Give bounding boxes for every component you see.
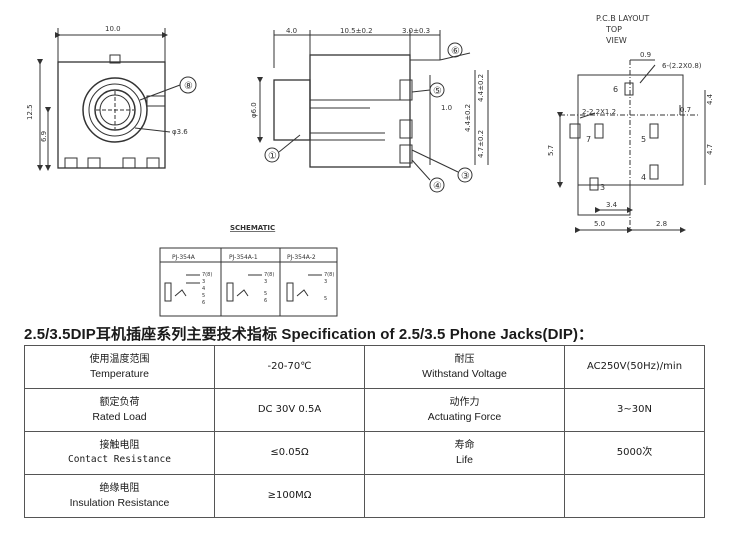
- side-view: [257, 30, 489, 193]
- spec-value-cell: [564, 474, 705, 518]
- front-height-dim: 12.5: [26, 104, 34, 120]
- side-dim-c: 3.0±0.3: [402, 27, 430, 35]
- sch2-pin-c: 5: [264, 291, 267, 297]
- spec-label-cell: 接触电阻 Contact Resistance: [24, 431, 215, 475]
- callout-6: ⑥: [451, 46, 460, 57]
- spec-value-cell: AC250V(50Hz)/min: [564, 345, 705, 389]
- pcb-dim-44: 4.4: [706, 93, 714, 105]
- label-cn: 额定负荷: [99, 397, 140, 408]
- table-row: 接触电阻 Contact Resistance ≤0.05Ω 寿命 Life 500…: [24, 431, 705, 475]
- front-view: [37, 28, 197, 171]
- sch1-pin-c: 4: [202, 286, 205, 292]
- label-en: Life: [456, 454, 473, 466]
- front-lower-dim: 6.9: [40, 131, 48, 142]
- pcb-view: VIEW: [606, 36, 627, 45]
- schematic-col-3: PJ-354A-2: [287, 254, 316, 261]
- label-cn: 动作力: [449, 397, 480, 408]
- spec-label-cell: 绝缘电阻 Insulation Resistance: [24, 474, 215, 518]
- label-cn: 绝缘电阻: [99, 483, 140, 494]
- label-cn: 接触电阻: [99, 440, 140, 451]
- pcb-layout: [557, 59, 706, 233]
- spec-value-cell: -20-70℃: [214, 345, 365, 389]
- label-en: Insulation Resistance: [69, 497, 170, 509]
- callout-5: ⑤: [433, 86, 442, 97]
- side-dim-b: 10.5±0.2: [340, 27, 373, 35]
- pin-label-6: 6: [613, 85, 618, 94]
- pin-label-5: 5: [641, 135, 646, 144]
- label-cn: 寿命: [454, 440, 475, 451]
- label-cn: 使用温度范围: [89, 354, 150, 365]
- pcb-dim-09: 0.9: [640, 51, 651, 59]
- side-height-dim: φ6.0: [250, 102, 258, 118]
- sch1-pin-d: 5: [202, 293, 205, 299]
- schematic-col-1: PJ-354A: [172, 254, 196, 261]
- spec-value-cell: ≥100MΩ: [214, 474, 365, 518]
- sch1-pin-a: 7(8): [202, 272, 212, 278]
- sch1-pin-b: 3: [202, 279, 205, 285]
- pin-label-3: 3: [600, 183, 605, 192]
- spec-value-cell: 5000次: [564, 431, 705, 475]
- callout-8: ⑧: [184, 81, 193, 92]
- pin-label-4: 4: [641, 173, 646, 182]
- spec-label-cell: 动作力 Actuating Force: [364, 388, 565, 432]
- label-en: Withstand Voltage: [422, 368, 507, 380]
- pcb-dim-07: 0.7: [680, 106, 691, 114]
- schematic-boxes: [159, 247, 338, 317]
- table-row: 额定负荷 Rated Load DC 30V 0.5A 动作力 Actuating …: [24, 388, 705, 432]
- pin-label-7: 7: [586, 135, 591, 144]
- spec-table: 使用温度范围 Temperature -20-70℃ 耐压 Withstand Vo…: [24, 345, 705, 518]
- pcb-dim-34: 3.4: [606, 201, 618, 209]
- spec-label-cell: [364, 474, 565, 518]
- side-right-dim-c: 4.7±0.2: [477, 130, 485, 158]
- sch2-pin-b: 3: [264, 279, 267, 285]
- spec-label-cell: 使用温度范围 Temperature: [24, 345, 215, 389]
- table-row: 绝缘电阻 Insulation Resistance ≥100MΩ: [24, 474, 705, 518]
- label-en: Temperature: [90, 368, 149, 380]
- callout-4: ④: [433, 181, 442, 192]
- spec-label-cell: 额定负荷 Rated Load: [24, 388, 215, 432]
- pcb-dim-28: 2.8: [656, 220, 667, 228]
- spec-title: 2.5/3.5DIP耳机插座系列主要技术指标 Specification of …: [24, 326, 594, 343]
- sch1-pin-e: 6: [202, 300, 205, 306]
- front-width-dim: 10.0: [105, 25, 121, 33]
- side-right-dim-a: 4.4±0.2: [477, 74, 485, 102]
- side-right-dim-b: 4.4±0.2: [464, 104, 472, 132]
- sch2-pin-d: 6: [264, 298, 267, 304]
- front-hole-dim: φ3.6: [172, 128, 188, 136]
- sch3-pin-a: 7(8): [324, 272, 334, 278]
- callout-1: ①: [268, 151, 277, 162]
- spec-label-cell: 耐压 Withstand Voltage: [364, 345, 565, 389]
- pcb-dim-57: 5.7: [547, 145, 555, 156]
- pcb-dim-50: 5.0: [594, 220, 605, 228]
- side-dim-a: 4.0: [286, 27, 297, 35]
- pcb-top: TOP: [605, 25, 622, 34]
- schematic-col-2: PJ-354A-1: [229, 254, 258, 261]
- spec-label-cell: 寿命 Life: [364, 431, 565, 475]
- side-small-dim: 1.0: [441, 104, 452, 112]
- spec-value-cell: DC 30V 0.5A: [214, 388, 365, 432]
- sch3-pin-c: 5: [324, 296, 327, 302]
- label-en: Actuating Force: [427, 411, 502, 423]
- schematic-title: SCHEMATIC: [230, 224, 275, 232]
- pcb-dim-6pads: 6-(2.2X0.8): [662, 62, 702, 70]
- label-en: Contact Resistance: [68, 454, 171, 465]
- spec-value-cell: 3~30N: [564, 388, 705, 432]
- sch3-pin-b: 3: [324, 279, 327, 285]
- pcb-title: P.C.B LAYOUT: [596, 14, 649, 23]
- spec-value-cell: ≤0.05Ω: [214, 431, 365, 475]
- sch2-pin-a: 7(8): [264, 272, 274, 278]
- callout-3: ③: [461, 171, 470, 182]
- table-row: 使用温度范围 Temperature -20-70℃ 耐压 Withstand Vo…: [24, 345, 705, 389]
- pcb-dim-47: 4.7: [706, 144, 714, 155]
- label-cn: 耐压: [454, 354, 475, 365]
- technical-drawings: 10.0 12.5 6.9 φ3.6 ⑧ 4.0 10.5±0.2 3.0±0.…: [26, 14, 714, 317]
- label-en: Rated Load: [92, 411, 147, 423]
- pcb-dim-2pads: 2-2.2X1.2: [582, 108, 616, 116]
